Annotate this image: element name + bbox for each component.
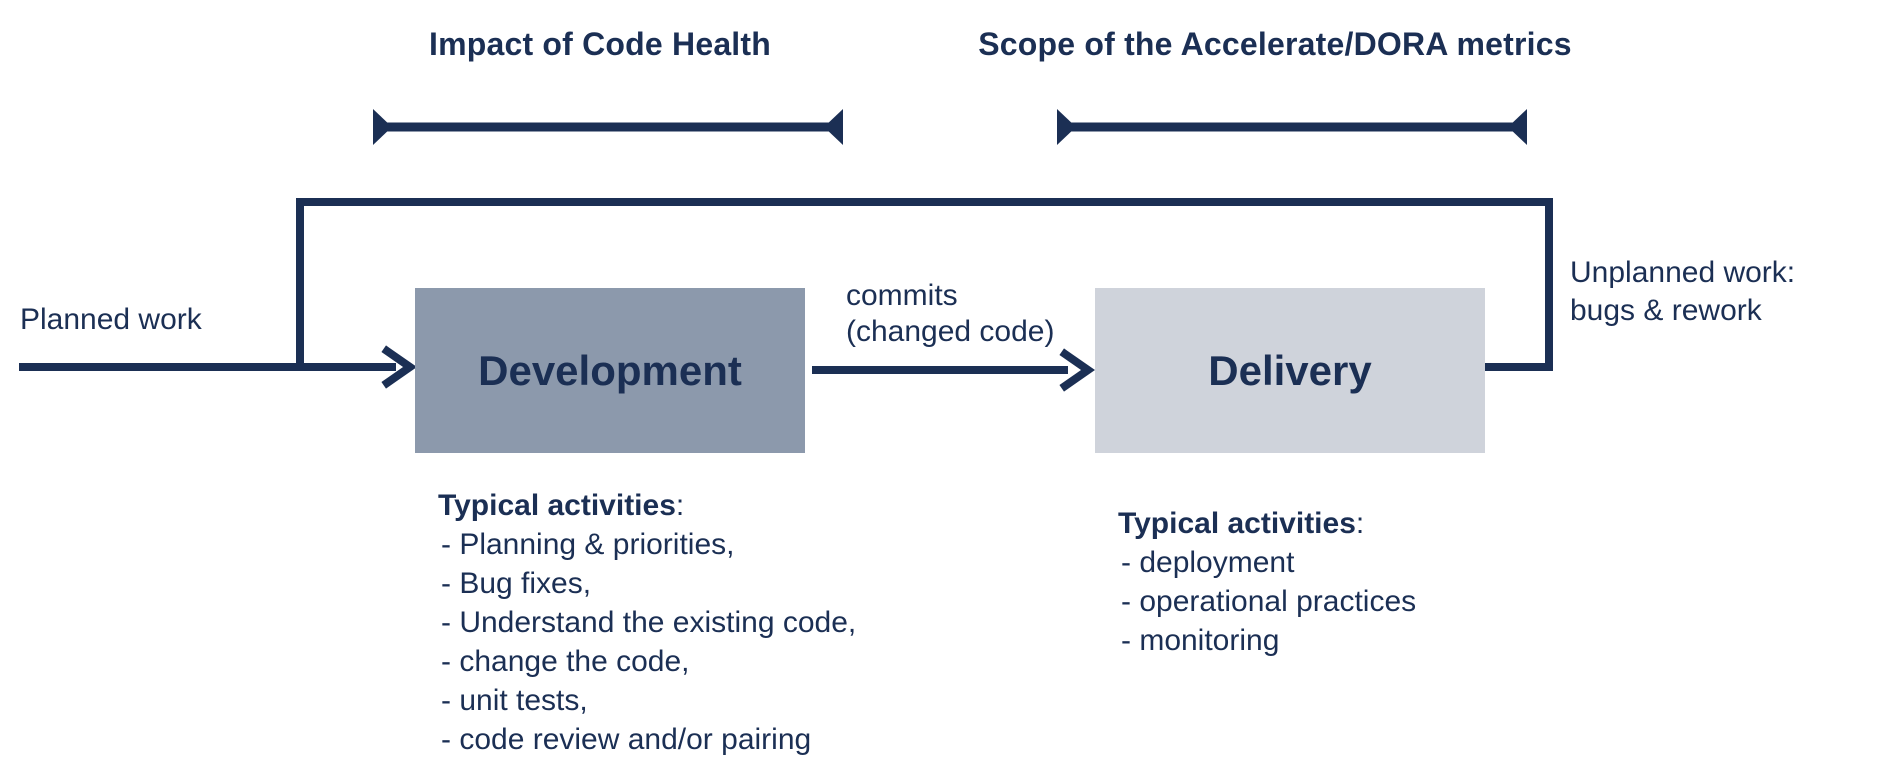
development-activities-heading-text: Typical activities bbox=[438, 489, 676, 522]
dora-scope-title: Scope of the Accelerate/DORA metrics bbox=[978, 26, 1572, 62]
commits-label-line2: (changed code) bbox=[846, 315, 1055, 348]
code-health-scope-title: Impact of Code Health bbox=[428, 26, 772, 62]
delivery-activities: Typical activities: - deployment - opera… bbox=[1118, 504, 1416, 660]
delivery-node: Delivery bbox=[1095, 288, 1485, 453]
commits-arrow bbox=[812, 348, 1096, 392]
unplanned-work-label-line2: bugs & rework bbox=[1570, 294, 1762, 327]
activity-item: - unit tests, bbox=[441, 684, 588, 717]
activity-item: - change the code, bbox=[441, 645, 690, 678]
delivery-node-label: Delivery bbox=[1208, 346, 1372, 394]
development-activities: Typical activities: - Planning & priorit… bbox=[438, 486, 856, 759]
commits-label: commits (changed code) bbox=[846, 278, 1054, 350]
development-node: Development bbox=[415, 288, 805, 453]
development-activities-heading: Typical activities: bbox=[438, 486, 856, 525]
planned-work-arrow bbox=[19, 345, 418, 389]
activity-item: - Understand the existing code, bbox=[441, 606, 857, 639]
planned-work-label: Planned work bbox=[20, 303, 202, 336]
development-activities-list: - Planning & priorities, - Bug fixes, - … bbox=[438, 525, 856, 759]
delivery-activities-heading-text: Typical activities bbox=[1118, 507, 1356, 540]
development-activities-heading-colon: : bbox=[675, 489, 685, 522]
rework-loop-line bbox=[296, 198, 1553, 371]
unplanned-work-label-line1: Unplanned work: bbox=[1570, 256, 1796, 289]
development-node-label: Development bbox=[478, 346, 742, 394]
activity-item: - Planning & priorities, bbox=[441, 528, 735, 561]
activity-item: - code review and/or pairing bbox=[441, 723, 812, 756]
activity-item: - Bug fixes, bbox=[441, 567, 592, 600]
activity-item: - monitoring bbox=[1121, 624, 1280, 657]
activity-item: - deployment bbox=[1121, 546, 1295, 579]
unplanned-work-label: Unplanned work: bugs & rework bbox=[1570, 254, 1795, 330]
commits-label-line1: commits bbox=[846, 279, 958, 312]
dora-range-bracket bbox=[1057, 109, 1527, 145]
delivery-activities-list: - deployment - operational practices - m… bbox=[1118, 543, 1416, 660]
activity-item: - operational practices bbox=[1121, 585, 1417, 618]
delivery-activities-heading-colon: : bbox=[1355, 507, 1365, 540]
code-health-range-bracket bbox=[373, 109, 843, 145]
delivery-activities-heading: Typical activities: bbox=[1118, 504, 1416, 543]
